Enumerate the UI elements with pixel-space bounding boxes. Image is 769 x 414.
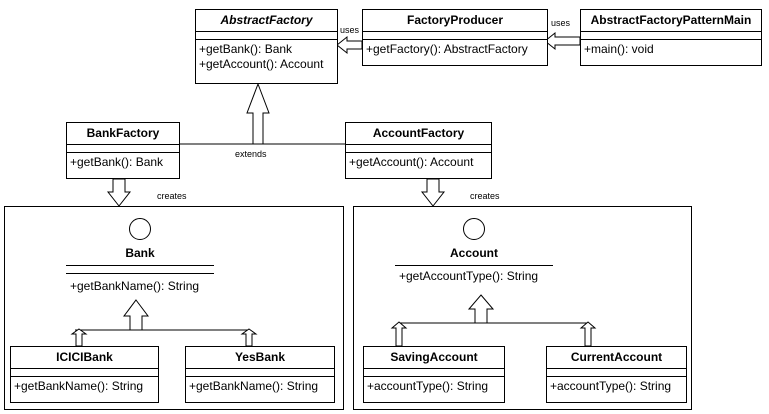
uses-arrow-2 xyxy=(544,31,581,51)
operation: +getBankName(): String xyxy=(14,379,144,393)
account-factory-class[interactable]: AccountFactory +getAccount(): Account xyxy=(345,122,492,179)
operations-compartment: +getBank(): Bank +getAccount(): Account xyxy=(196,40,337,74)
bank-realization-arrow xyxy=(123,299,149,331)
bank-interface-divider xyxy=(66,273,214,274)
attributes-compartment xyxy=(363,32,547,40)
creates-label-1: creates xyxy=(157,191,187,201)
bank-factory-class[interactable]: BankFactory +getBank(): Bank xyxy=(66,122,180,179)
operation: +getFactory(): AbstractFactory xyxy=(366,42,528,56)
bank-interface-name[interactable]: Bank xyxy=(125,246,155,260)
class-name: SavingAccount xyxy=(364,347,504,369)
creates-arrow-2 xyxy=(420,178,446,207)
operations-compartment: +accountType(): String xyxy=(547,377,686,396)
current-account-class[interactable]: CurrentAccount +accountType(): String xyxy=(546,346,687,403)
operation: +accountType(): String xyxy=(367,379,489,393)
operation: +getAccount(): Account xyxy=(349,155,474,169)
icici-arrow xyxy=(70,328,88,347)
class-name: FactoryProducer xyxy=(363,10,547,32)
account-interface-name[interactable]: Account xyxy=(450,246,498,260)
attributes-compartment xyxy=(11,369,158,377)
operations-compartment: +getFactory(): AbstractFactory xyxy=(363,40,547,59)
saving-account-class[interactable]: SavingAccount +accountType(): String xyxy=(363,346,505,403)
operations-compartment: +accountType(): String xyxy=(364,377,504,396)
operation: +accountType(): String xyxy=(550,379,672,393)
account-interface-divider xyxy=(395,265,553,266)
attributes-compartment xyxy=(581,32,761,40)
attributes-compartment xyxy=(186,369,334,377)
operations-compartment: +getBankName(): String xyxy=(186,377,334,396)
class-name: BankFactory xyxy=(67,123,179,145)
operation: +getAccount(): Account xyxy=(199,57,324,71)
uses-label-2: uses xyxy=(551,18,571,28)
bank-interface-operation: +getBankName(): String xyxy=(70,279,200,293)
class-name: AbstractFactoryPatternMain xyxy=(581,10,761,32)
operations-compartment: +main(): void xyxy=(581,40,761,59)
uses-arrow-1 xyxy=(336,35,363,55)
operations-compartment: +getAccount(): Account xyxy=(346,153,491,172)
bank-interface-icon xyxy=(129,218,151,240)
operation: +getBankName(): String xyxy=(189,379,319,393)
account-realization-arrow xyxy=(467,294,495,324)
yes-bank-class[interactable]: YesBank +getBankName(): String xyxy=(185,346,335,403)
extends-arrow xyxy=(246,82,270,145)
abstract-factory-pattern-main-class[interactable]: AbstractFactoryPatternMain +main(): void xyxy=(580,9,762,66)
operations-compartment: +getBankName(): String xyxy=(11,377,158,396)
saving-arrow xyxy=(390,321,408,347)
class-name: ICICIBank xyxy=(11,347,158,369)
creates-arrow-1 xyxy=(106,178,132,207)
class-name: AbstractFactory xyxy=(196,10,337,32)
attributes-compartment xyxy=(196,32,337,40)
factory-producer-class[interactable]: FactoryProducer +getFactory(): AbstractF… xyxy=(362,9,548,66)
abstract-factory-class[interactable]: AbstractFactory +getBank(): Bank +getAcc… xyxy=(195,9,338,84)
attributes-compartment xyxy=(547,369,686,377)
class-name: AccountFactory xyxy=(346,123,491,145)
icici-bank-class[interactable]: ICICIBank +getBankName(): String xyxy=(10,346,159,403)
creates-label-2: creates xyxy=(470,191,500,201)
yes-arrow xyxy=(240,328,258,347)
account-interface-icon xyxy=(463,218,485,240)
operation: +getBank(): Bank xyxy=(199,42,293,56)
attributes-compartment xyxy=(67,145,179,153)
bank-interface-divider xyxy=(66,265,214,266)
operation: +main(): void xyxy=(584,42,654,56)
operations-compartment: +getBank(): Bank xyxy=(67,153,179,172)
operation: +getBank(): Bank xyxy=(70,155,164,169)
uses-label-1: uses xyxy=(340,25,360,35)
class-name: YesBank xyxy=(186,347,334,369)
attributes-compartment xyxy=(346,145,491,153)
current-arrow xyxy=(579,321,597,347)
account-interface-operation: +getAccountType(): String xyxy=(399,269,539,283)
extends-label: extends xyxy=(235,149,267,159)
attributes-compartment xyxy=(364,369,504,377)
class-name: CurrentAccount xyxy=(547,347,686,369)
